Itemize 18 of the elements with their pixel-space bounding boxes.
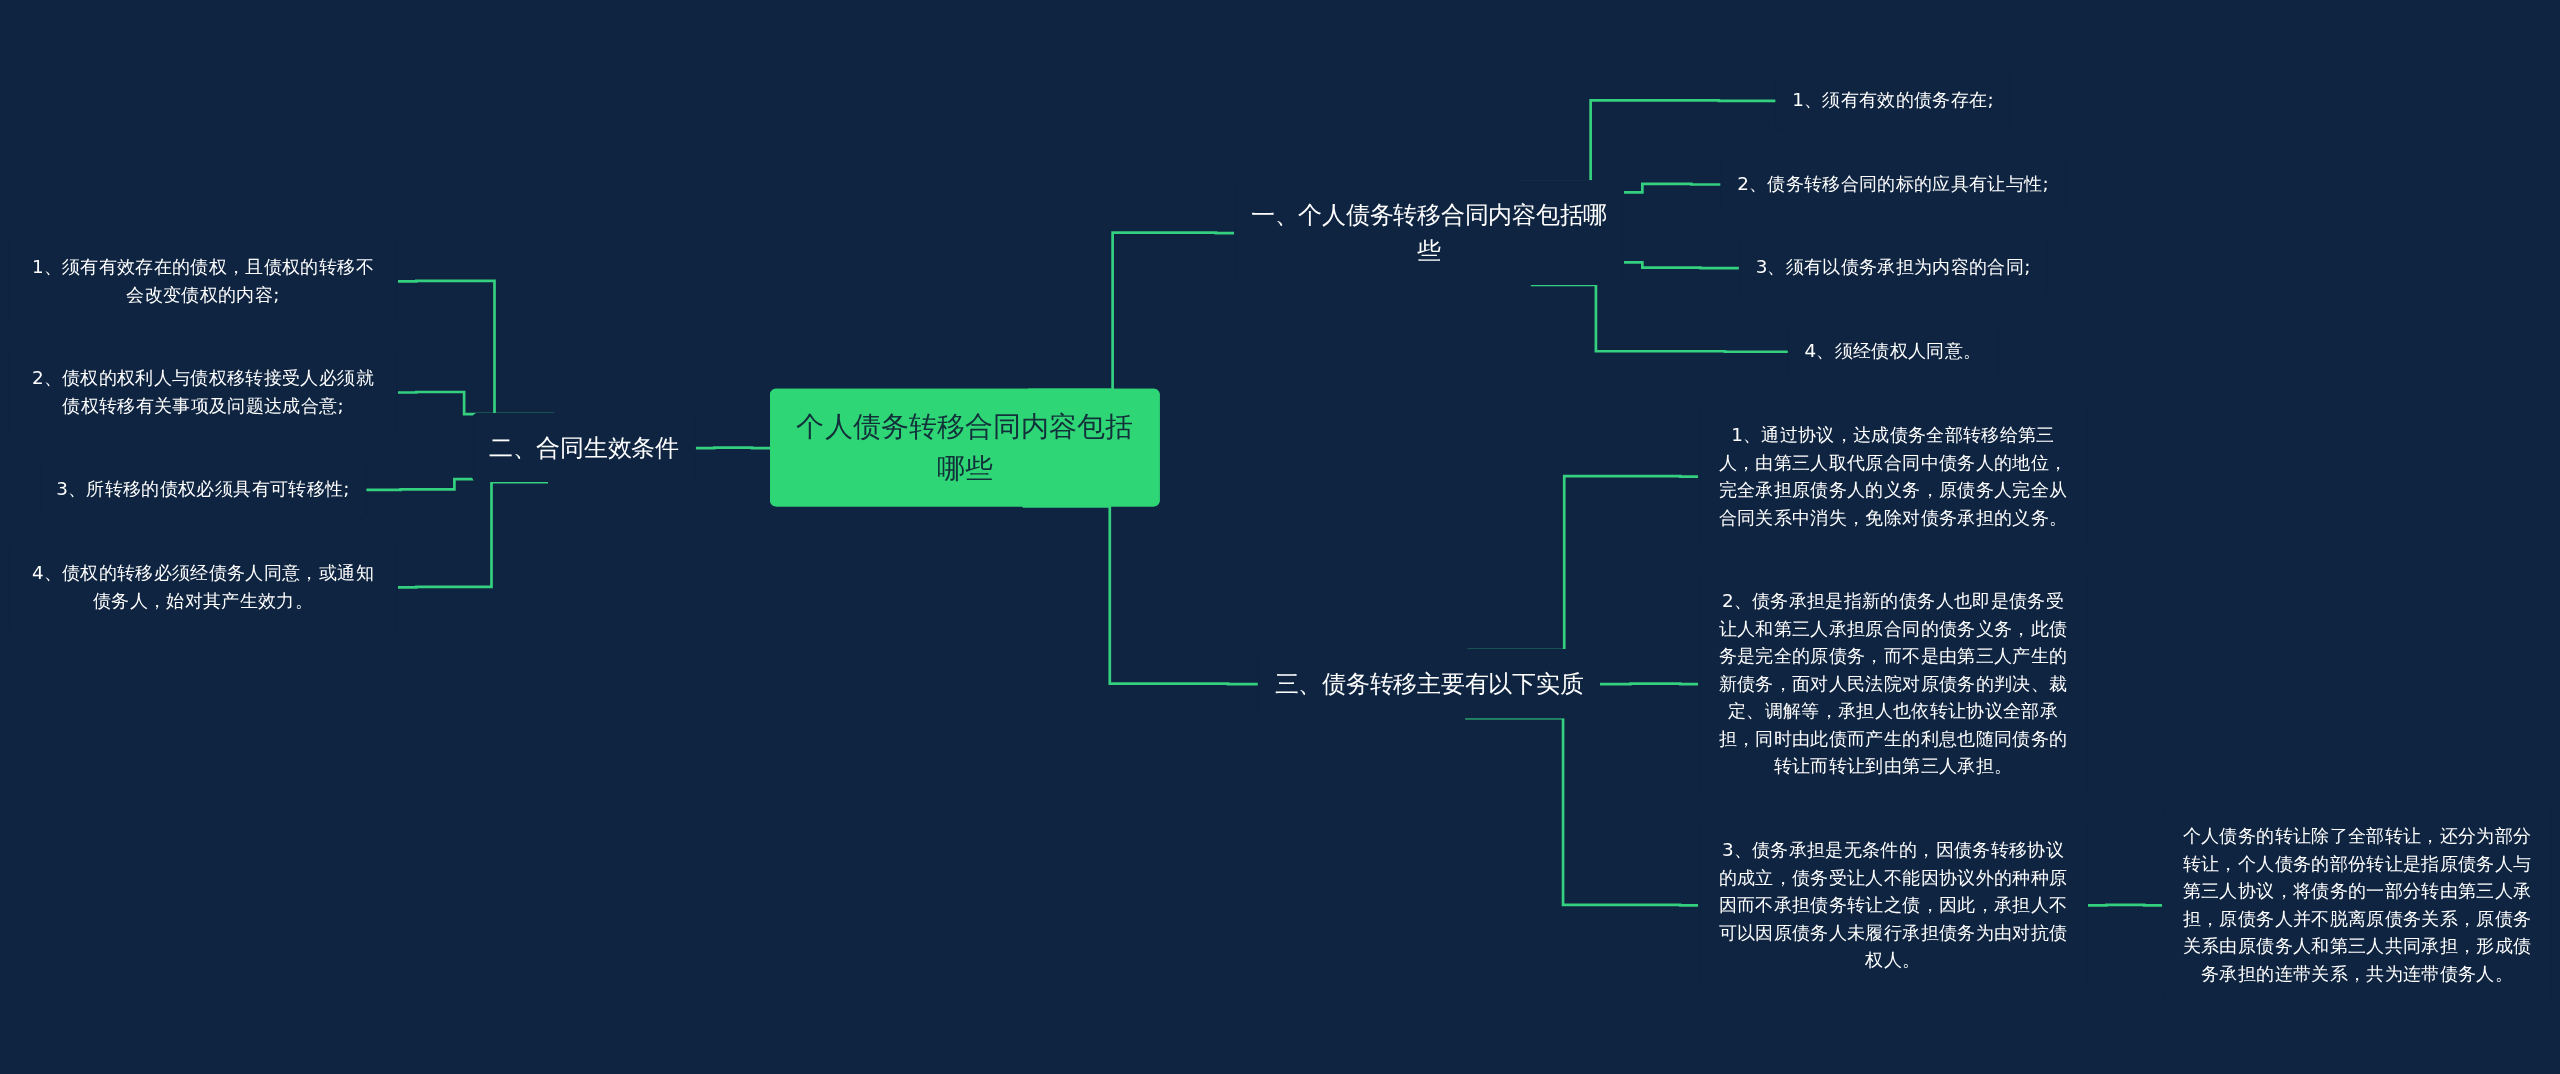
node-text: 2、债务转移合同的标的应具有让与性; bbox=[1737, 172, 2049, 194]
connector bbox=[1022, 505, 1259, 686]
node-text: 3、须有以债务承担为内容的合同; bbox=[1755, 255, 2031, 278]
node-text: 1、通过协议，达成债务全部转移给第三人，由第三人取代原合同中债务人的地位，完全承担原债务人的义务，原债务人完全从合同关系中消失，免除对债务承担的义务。 bbox=[1718, 423, 2068, 528]
connector bbox=[1623, 261, 1740, 270]
node-text: 4、债权的转移必须经债务人同意，或通知债务人，始对其产生效力。 bbox=[31, 561, 374, 611]
node-text: 3、债务承担是无条件的，因债务转移协议的成立，债务受让人不能因协议外的种种原因而不承担债务转让之债，因此，承担人不可以因原债务人未履行承担债务为由对抗债权人。 bbox=[1718, 838, 2068, 970]
node-text: 1、须有有效的债务存在; bbox=[1792, 88, 1994, 111]
connector bbox=[366, 477, 474, 492]
node-text: 个人债务的转让除了全部转让，还分为部分转让，个人债务的部份转让是指原债务人与第三人协议，将债务的一部分转由第三人承担，原债务人并不脱离原债务关系，原债务关系由原债务人和第三人共同承担，形成债务承担的连带关系，共为连带债务人。 bbox=[2182, 824, 2532, 984]
connector bbox=[1530, 283, 1789, 354]
connector bbox=[1623, 182, 1722, 194]
connector bbox=[397, 480, 549, 589]
node-text: 2、债务承担是指新的债务人也即是债务受让人和第三人承担原合同的债务义务，此债务是完全的原债务，而不是由第三人产生的新债务，面对人民法院对原债务的判决、裁定、调解等，承担人也依转让协议全部承担，同时由此债而产生的利息也随同债务的转让而转让到由第三人承担。 bbox=[1718, 589, 2068, 777]
node-text: 1、须有有效存在的债权，且债权的转移不会改变债权的内容; bbox=[31, 255, 374, 305]
node-text: 4、须经债权人同意。 bbox=[1804, 339, 1982, 362]
node-text: 2、债权的权利人与债权移转接受人必须就债权转移有关事项及问题达成合意; bbox=[31, 366, 374, 416]
node-text: 3、所转移的债权必须具有可转移性; bbox=[56, 477, 350, 500]
